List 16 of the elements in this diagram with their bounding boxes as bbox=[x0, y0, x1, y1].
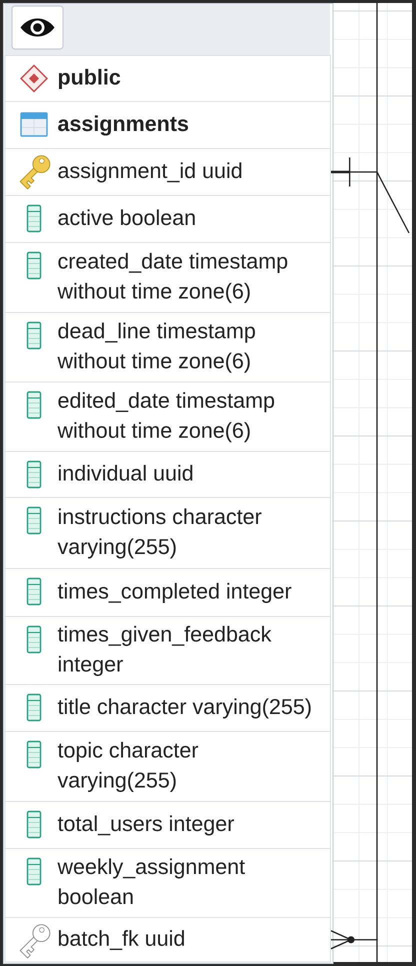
column-row: dead_line timestamp without time zone(6) bbox=[4, 312, 331, 382]
schema-row: public bbox=[4, 55, 331, 102]
table-name-row: assignments bbox=[4, 101, 331, 149]
column-row: active boolean bbox=[4, 195, 331, 243]
column-row: times_given_feedback integer bbox=[4, 616, 331, 685]
column-row: title character varying(255) bbox=[4, 684, 331, 732]
column-row: times_completed integer bbox=[4, 568, 331, 617]
column-row: total_users integer bbox=[4, 801, 331, 849]
column-row: edited_date timestamp without time zone(6) bbox=[4, 382, 331, 452]
column-row: created_date timestamp without time zone(6) bbox=[4, 242, 331, 313]
column-row: batch_fk uuid bbox=[4, 917, 331, 962]
column-row: individual uuid bbox=[4, 451, 331, 498]
column-row: assignment_id uuid bbox=[4, 148, 331, 196]
column-row: instructions character varying(255) bbox=[4, 497, 331, 569]
column-row: weekly_assignment boolean bbox=[4, 848, 331, 918]
column-row: topic character varying(255) bbox=[4, 731, 331, 802]
